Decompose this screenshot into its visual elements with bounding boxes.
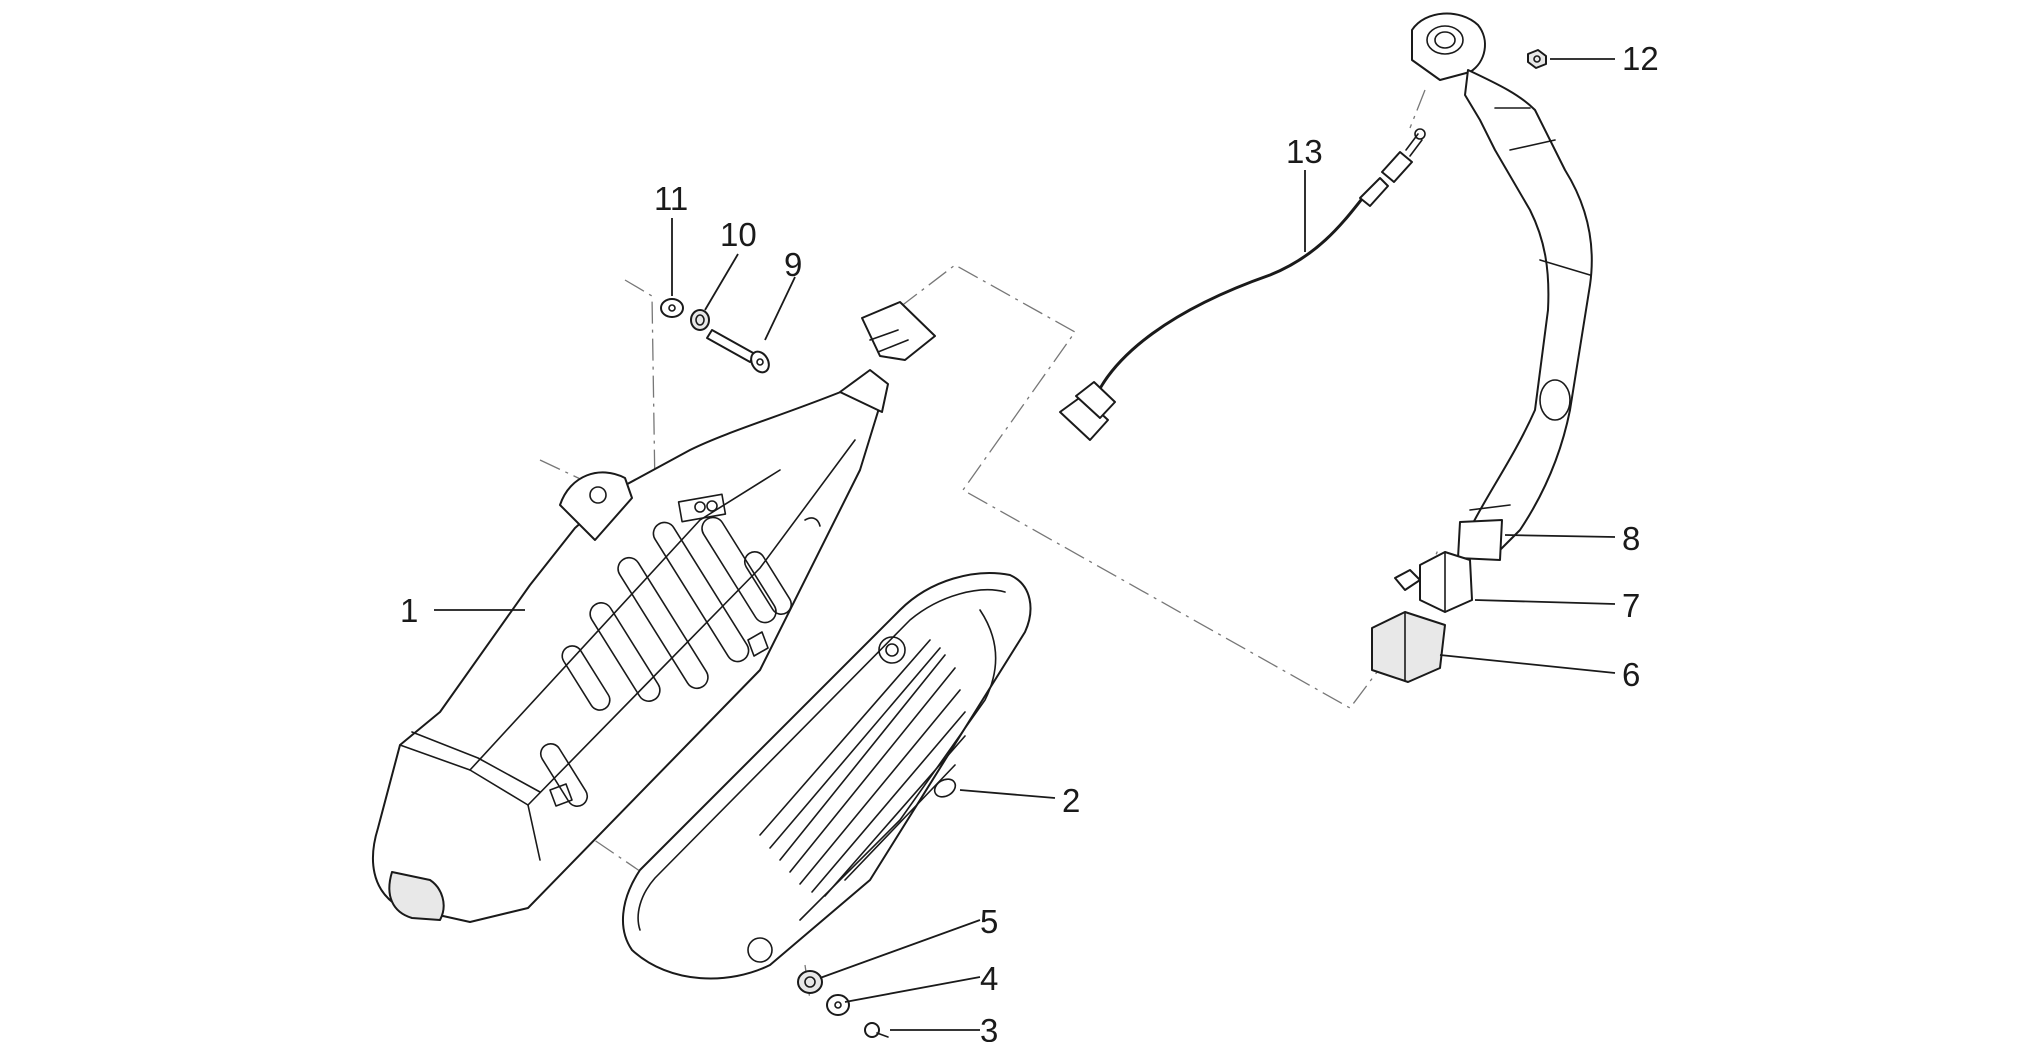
- callout-10: 10: [720, 216, 757, 253]
- grommet-5[interactable]: [797, 970, 823, 994]
- heat-shield[interactable]: [622, 572, 1032, 980]
- bolt-9[interactable]: [706, 329, 772, 376]
- gasket-6[interactable]: [1371, 611, 1446, 683]
- callout-12: 12: [1622, 40, 1659, 77]
- spring-washer-10[interactable]: [690, 309, 710, 331]
- clamp-7[interactable]: [1394, 551, 1473, 613]
- callout-3: 3: [980, 1012, 998, 1042]
- heat-shield-slats: [759, 639, 966, 897]
- callout-leaders: [434, 58, 1616, 1031]
- nut-12[interactable]: [1527, 49, 1547, 69]
- callout-2: 2: [1062, 782, 1080, 819]
- screw-3[interactable]: [864, 1022, 889, 1038]
- callout-13: 13: [1286, 133, 1323, 170]
- callout-5: 5: [980, 903, 998, 940]
- washer-4[interactable]: [826, 994, 850, 1016]
- callout-labels: 1 2 3 4 5 6 7 8 9 10 11 12 13: [400, 40, 1659, 1042]
- callout-9: 9: [784, 246, 802, 283]
- callout-4: 4: [980, 960, 998, 997]
- callout-7: 7: [1622, 587, 1640, 624]
- callout-11: 11: [654, 180, 688, 217]
- washer-11[interactable]: [660, 298, 684, 318]
- exhaust-manifold[interactable]: [1411, 12, 1593, 561]
- callout-6: 6: [1622, 656, 1640, 693]
- callout-8: 8: [1622, 520, 1640, 557]
- muffler-ribs: [539, 516, 793, 808]
- muffler[interactable]: [371, 301, 936, 923]
- lambda-sensor[interactable]: [1059, 128, 1426, 441]
- callout-1: 1: [400, 592, 418, 629]
